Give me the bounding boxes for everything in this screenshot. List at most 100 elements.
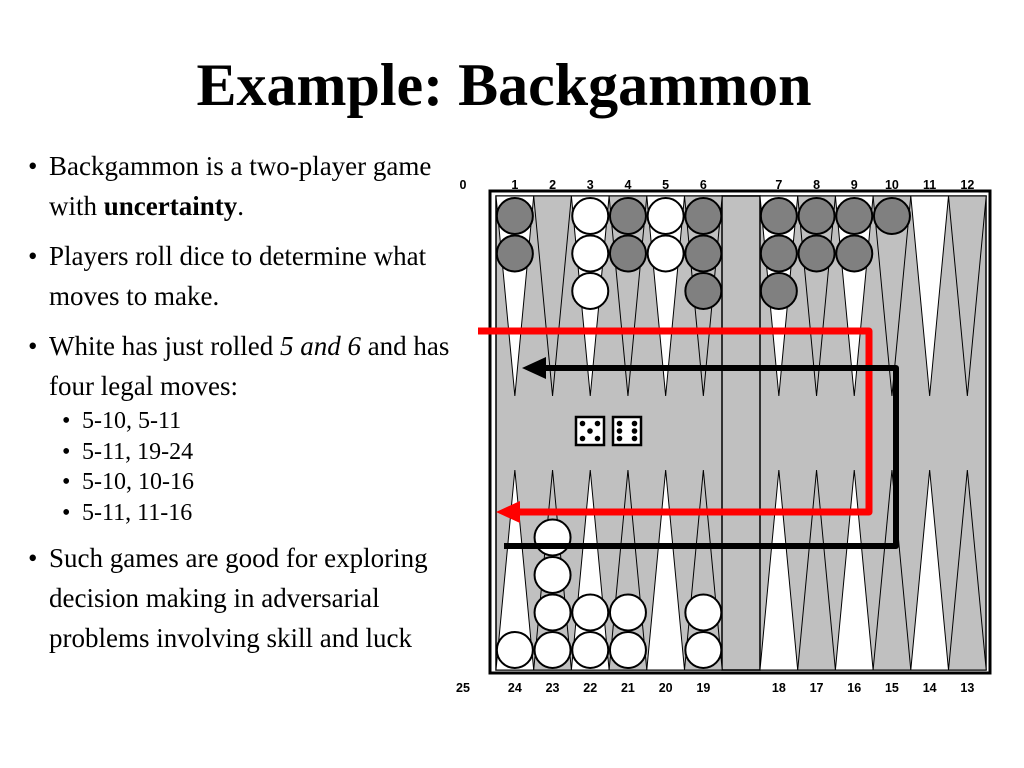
legal-move-text: 5-11, 11-16: [82, 499, 193, 526]
black-checker: [759, 197, 798, 235]
move-arrows: [478, 327, 899, 549]
die-pip: [594, 435, 601, 442]
legal-moves-list: • 5-10, 5-11 • 5-11, 19-24 •5-10, 10-16 •5…: [28, 406, 468, 528]
bottom-point-label: 13: [960, 681, 974, 695]
black-checker: [759, 272, 798, 310]
white-checker: [571, 593, 610, 632]
board-checkers: [495, 197, 911, 669]
bottom-point-label: 25: [456, 681, 470, 695]
legal-move-text: 5-11, 19-24: [82, 438, 194, 465]
bottom-point-label: 14: [923, 681, 937, 695]
bottom-point-label: 21: [621, 681, 635, 695]
sub-bullet-marker: •: [62, 438, 71, 465]
board-point-top: [872, 195, 912, 397]
bullet-text: Such games are good for exploring decisi…: [49, 543, 428, 653]
bottom-point-label: 22: [583, 681, 597, 695]
bottom-point-label: 23: [546, 681, 560, 695]
white-checker: [646, 234, 685, 273]
die-pip: [631, 420, 638, 427]
white-checker: [608, 631, 647, 669]
red-move-arrow: [478, 327, 873, 516]
bullet-roll-dice: • Players roll dice to determine what mov…: [28, 236, 468, 316]
black-checker: [835, 197, 874, 235]
bullet-emphasis: 5 and 6: [279, 331, 361, 361]
legal-move-item: • 5-10, 5-11: [28, 406, 468, 437]
white-checker: [571, 197, 610, 235]
slide-title: Example: Backgammon: [196, 52, 812, 118]
white-checker: [684, 631, 723, 669]
white-checker: [571, 631, 610, 669]
black-checker: [495, 234, 534, 273]
red-arrow-head: [496, 501, 520, 523]
bullet-decision-making: • Such games are good for exploring decis…: [28, 538, 468, 658]
bullet-text: White has just rolled: [49, 331, 280, 361]
bullet-marker: •: [28, 543, 38, 573]
board-point-top: [533, 195, 572, 397]
board-point-bottom: [910, 469, 950, 671]
board-bar: [721, 195, 761, 671]
legal-move-item: •5-10, 10-16: [28, 467, 468, 498]
bottom-point-label: 18: [772, 681, 786, 695]
bottom-point-label: 20: [659, 681, 673, 695]
board-point-bottom: [646, 469, 686, 671]
top-point-label: 1: [511, 178, 518, 192]
die-pip: [594, 420, 601, 427]
top-point-label: 3: [587, 178, 594, 192]
black-arrow-head: [522, 357, 546, 379]
white-checker: [571, 234, 610, 273]
die-pip: [616, 420, 623, 427]
black-checker: [684, 234, 723, 273]
black-checker: [684, 272, 723, 310]
bullet-text-end: .: [237, 191, 244, 221]
bullet-white-rolled: •White has just rolled 5 and 6 and has f…: [28, 326, 468, 406]
bottom-point-label: 15: [885, 681, 899, 695]
board-surface: [488, 189, 992, 675]
black-checker: [684, 197, 723, 235]
bullet-emphasis: uncertainty: [103, 191, 238, 221]
top-point-label: 10: [885, 178, 899, 192]
top-point-label: 8: [813, 178, 820, 192]
top-point-label: 9: [851, 178, 858, 192]
top-point-label: 5: [662, 178, 669, 192]
top-point-label: 4: [624, 178, 631, 192]
bullet-marker: •: [28, 241, 38, 271]
legal-move-text: 5-10, 10-16: [82, 469, 194, 495]
die-pip: [631, 435, 638, 442]
board-point-bottom: [872, 469, 912, 671]
top-point-label: 2: [549, 178, 556, 192]
white-checker: [533, 631, 572, 669]
bullet-text-end: and has four legal moves:: [49, 331, 450, 401]
top-point-label: 6: [700, 178, 707, 192]
bullet-two-player: • Backgammon is a two-player game with u…: [28, 146, 468, 226]
white-checker: [646, 197, 685, 235]
legal-move-item: •5-11, 11-16: [28, 498, 468, 529]
sub-bullet-marker: •: [62, 408, 71, 434]
board-point-bottom: [834, 469, 874, 671]
bottom-point-label: 17: [810, 681, 824, 695]
legal-move-item: • 5-11, 19-24: [28, 437, 468, 468]
board-point-bottom: [495, 469, 535, 671]
bullet-list: • Backgammon is a two-player game with u…: [28, 146, 468, 658]
black-checker: [872, 197, 911, 235]
bottom-point-label: 19: [696, 681, 710, 695]
die-pip: [616, 435, 623, 442]
bullet-marker: •: [28, 151, 38, 181]
dice: [574, 415, 643, 447]
bullet-text: Players roll dice to determine what move…: [49, 241, 427, 311]
black-checker: [797, 234, 836, 273]
white-checker: [533, 556, 572, 594]
board-point-bottom: [797, 469, 836, 671]
bottom-point-label: 24: [508, 681, 522, 695]
white-checker: [533, 518, 572, 557]
bottom-point-label: 16: [847, 681, 861, 695]
top-point-label: 11: [923, 178, 936, 192]
white-checker: [684, 593, 723, 632]
white-checker: [571, 272, 610, 310]
top-point-label: 12: [960, 178, 974, 192]
legal-move-text: 5-10, 5-11: [82, 408, 182, 434]
black-checker: [495, 197, 534, 235]
die-pip: [579, 420, 586, 427]
die-pip: [616, 428, 623, 434]
top-point-label: 7: [775, 178, 782, 192]
